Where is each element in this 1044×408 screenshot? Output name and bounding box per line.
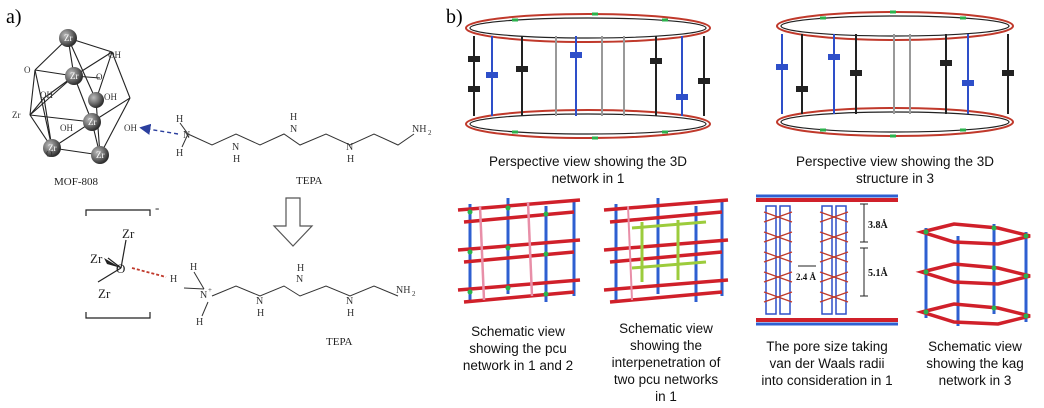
zr-atom-spheres bbox=[43, 29, 109, 164]
svg-text:H: H bbox=[170, 274, 177, 285]
svg-text:Zr: Zr bbox=[122, 226, 135, 241]
svg-text:H: H bbox=[176, 114, 183, 125]
tepa-bottom-label: TEPA bbox=[326, 336, 353, 348]
svg-text:NH: NH bbox=[412, 124, 426, 135]
zr-o-bracket bbox=[85, 209, 151, 319]
svg-text:H: H bbox=[290, 112, 297, 123]
svg-text:3.8Å: 3.8Å bbox=[868, 219, 889, 231]
svg-text:N: N bbox=[200, 290, 207, 301]
perspective-structure-3-image bbox=[776, 10, 1014, 138]
svg-text:H: H bbox=[176, 148, 183, 159]
interaction-arrow bbox=[139, 123, 179, 135]
tepa-top-atoms: H N H N H N H N H NH 2 bbox=[176, 112, 432, 165]
zr-o-bonds bbox=[97, 239, 127, 283]
svg-text:OH: OH bbox=[40, 90, 53, 100]
svg-text:N: N bbox=[256, 296, 263, 307]
svg-text:Zr: Zr bbox=[96, 150, 105, 160]
tepa-top-label: TEPA bbox=[296, 175, 323, 187]
svg-text:O: O bbox=[46, 149, 53, 159]
svg-text:Zr: Zr bbox=[70, 71, 79, 81]
svg-text:H: H bbox=[233, 154, 240, 165]
svg-text:H: H bbox=[347, 308, 354, 319]
svg-text:Zr: Zr bbox=[64, 33, 73, 43]
svg-text:OH: OH bbox=[104, 92, 117, 102]
svg-text:NH: NH bbox=[396, 285, 410, 296]
svg-text:5.1Å: 5.1Å bbox=[868, 267, 889, 279]
svg-text:H: H bbox=[347, 154, 354, 165]
tepa-bottom-atoms: H H N + H N H N H N H NH 2 bbox=[170, 262, 416, 328]
interpenetration-image bbox=[603, 198, 729, 304]
svg-text:+: + bbox=[208, 286, 212, 294]
svg-text:OH: OH bbox=[108, 50, 121, 60]
svg-text:H: H bbox=[196, 317, 203, 328]
svg-text:Zr: Zr bbox=[98, 286, 111, 301]
mof-808-label: MOF-808 bbox=[54, 176, 99, 188]
svg-text:2.4 Å: 2.4 Å bbox=[796, 272, 817, 282]
svg-text:OH: OH bbox=[124, 123, 137, 133]
svg-text:N: N bbox=[183, 130, 190, 141]
svg-text:H: H bbox=[297, 263, 304, 274]
svg-text:Zr: Zr bbox=[48, 143, 57, 153]
svg-text:N: N bbox=[346, 142, 353, 153]
zr-o-atoms: Zr Zr O Zr bbox=[90, 226, 135, 301]
pore-size-image: 3.8Å 5.1Å 2.4 Å bbox=[756, 194, 898, 326]
cluster-atom-labels: Zr Zr Zr Zr Zr Zr OH O OH O OH O OH OH bbox=[12, 33, 137, 160]
panel-a-scheme: Zr Zr Zr Zr Zr Zr OH O OH O OH O OH OH H… bbox=[12, 29, 432, 348]
svg-text:N: N bbox=[290, 124, 297, 135]
svg-text:H: H bbox=[257, 308, 264, 319]
perspective-network-1-image bbox=[465, 12, 711, 140]
svg-text:O: O bbox=[116, 261, 125, 276]
svg-text:Zr: Zr bbox=[88, 117, 97, 127]
svg-text:2: 2 bbox=[412, 290, 416, 298]
svg-text:N: N bbox=[346, 296, 353, 307]
svg-text:2: 2 bbox=[428, 129, 432, 137]
svg-text:O: O bbox=[96, 72, 103, 82]
svg-text:-: - bbox=[155, 200, 159, 215]
hydrogen-bond bbox=[131, 267, 167, 278]
svg-text:Zr: Zr bbox=[90, 251, 103, 266]
svg-text:H: H bbox=[190, 262, 197, 273]
tepa-top-skeleton bbox=[179, 122, 415, 148]
pcu-network-image bbox=[457, 198, 581, 304]
svg-text:O: O bbox=[24, 65, 31, 75]
svg-text:OH: OH bbox=[60, 123, 73, 133]
reaction-down-arrow bbox=[272, 197, 314, 247]
svg-text:Zr: Zr bbox=[12, 110, 21, 120]
svg-text:N: N bbox=[232, 142, 239, 153]
tepa-bottom-skeleton bbox=[183, 271, 399, 317]
panel-a-label: a) bbox=[6, 6, 22, 28]
svg-text:N: N bbox=[296, 274, 303, 285]
panel-b-label: b) bbox=[446, 6, 463, 28]
kag-network-image bbox=[915, 222, 1031, 326]
